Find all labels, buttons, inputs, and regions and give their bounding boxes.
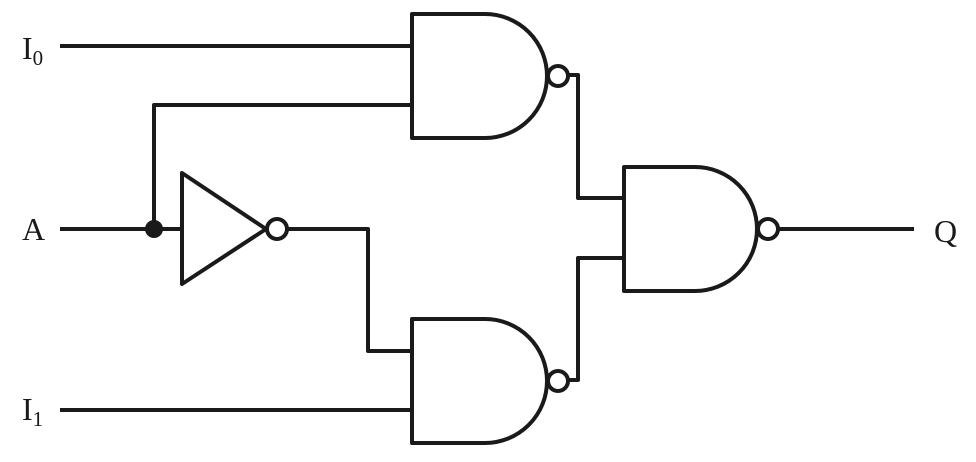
label-i0: I0 — [22, 30, 43, 70]
nand-gate-top — [410, 12, 549, 140]
nand-gate-output-bubble — [756, 217, 780, 241]
label-q: Q — [934, 213, 957, 249]
nand-gate-bottom — [410, 317, 549, 445]
nand-gate-top-bubble — [546, 64, 570, 88]
junction-dot — [145, 220, 163, 238]
not-gate-bubble — [265, 217, 289, 241]
nand-gate-bottom-bubble — [546, 369, 570, 393]
wire-top-nand-to-output-nand — [566, 73, 626, 200]
label-a: A — [22, 211, 45, 247]
wire-not-to-bottom-nand — [285, 227, 414, 353]
nand-gate-output — [622, 165, 759, 293]
wire-a-to-top-nand — [152, 103, 414, 231]
wire-bottom-nand-to-output-nand — [566, 256, 626, 382]
label-i1: I1 — [22, 391, 43, 431]
not-gate — [180, 171, 268, 286]
